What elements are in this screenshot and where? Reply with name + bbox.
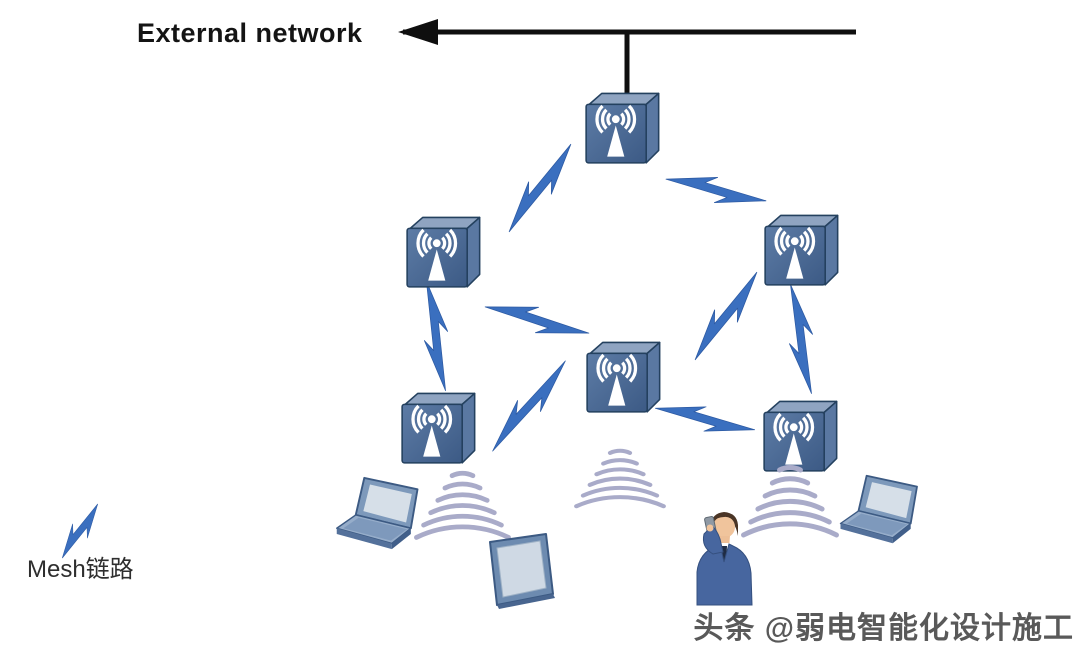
laptop-left bbox=[335, 476, 419, 551]
mesh-link-center-to-bottom-right-icon bbox=[654, 377, 756, 461]
tablet bbox=[489, 533, 555, 609]
ap-node-center bbox=[585, 340, 662, 414]
arrowhead-left-icon bbox=[398, 19, 438, 45]
external-network-label: External network bbox=[137, 18, 363, 48]
ap-node-mid-left bbox=[405, 215, 482, 289]
coverage-fan-left-icon bbox=[416, 473, 508, 537]
mesh-link-mid-left-to-bottom-left-icon bbox=[409, 280, 463, 392]
coverage-fan-right-icon bbox=[743, 467, 836, 535]
mesh-link-center-to-bottom-left-icon bbox=[472, 360, 586, 452]
external-network-arrow bbox=[398, 19, 856, 93]
person-with-phone bbox=[696, 512, 753, 606]
mesh-link-top-to-mid-left-icon bbox=[487, 143, 593, 233]
coverage-fan-center-icon bbox=[576, 451, 663, 506]
ap-node-top bbox=[584, 91, 661, 165]
mesh-link-mid-right-to-bottom-right-icon bbox=[775, 284, 827, 394]
ap-node-bottom-right bbox=[762, 399, 839, 473]
mesh-link-top-to-mid-right-icon bbox=[665, 147, 767, 233]
legend-mesh-link-label: Mesh链路 bbox=[27, 556, 134, 583]
mesh-link-mid-right-to-center-icon bbox=[673, 271, 779, 361]
ap-node-bottom-left bbox=[400, 391, 477, 465]
ap-node-mid-right bbox=[763, 213, 840, 287]
mesh-link-mid-left-to-center-icon bbox=[484, 275, 590, 365]
watermark-text: 头条 @弱电智能化设计施工 bbox=[693, 612, 1074, 645]
laptop-right bbox=[839, 474, 918, 545]
